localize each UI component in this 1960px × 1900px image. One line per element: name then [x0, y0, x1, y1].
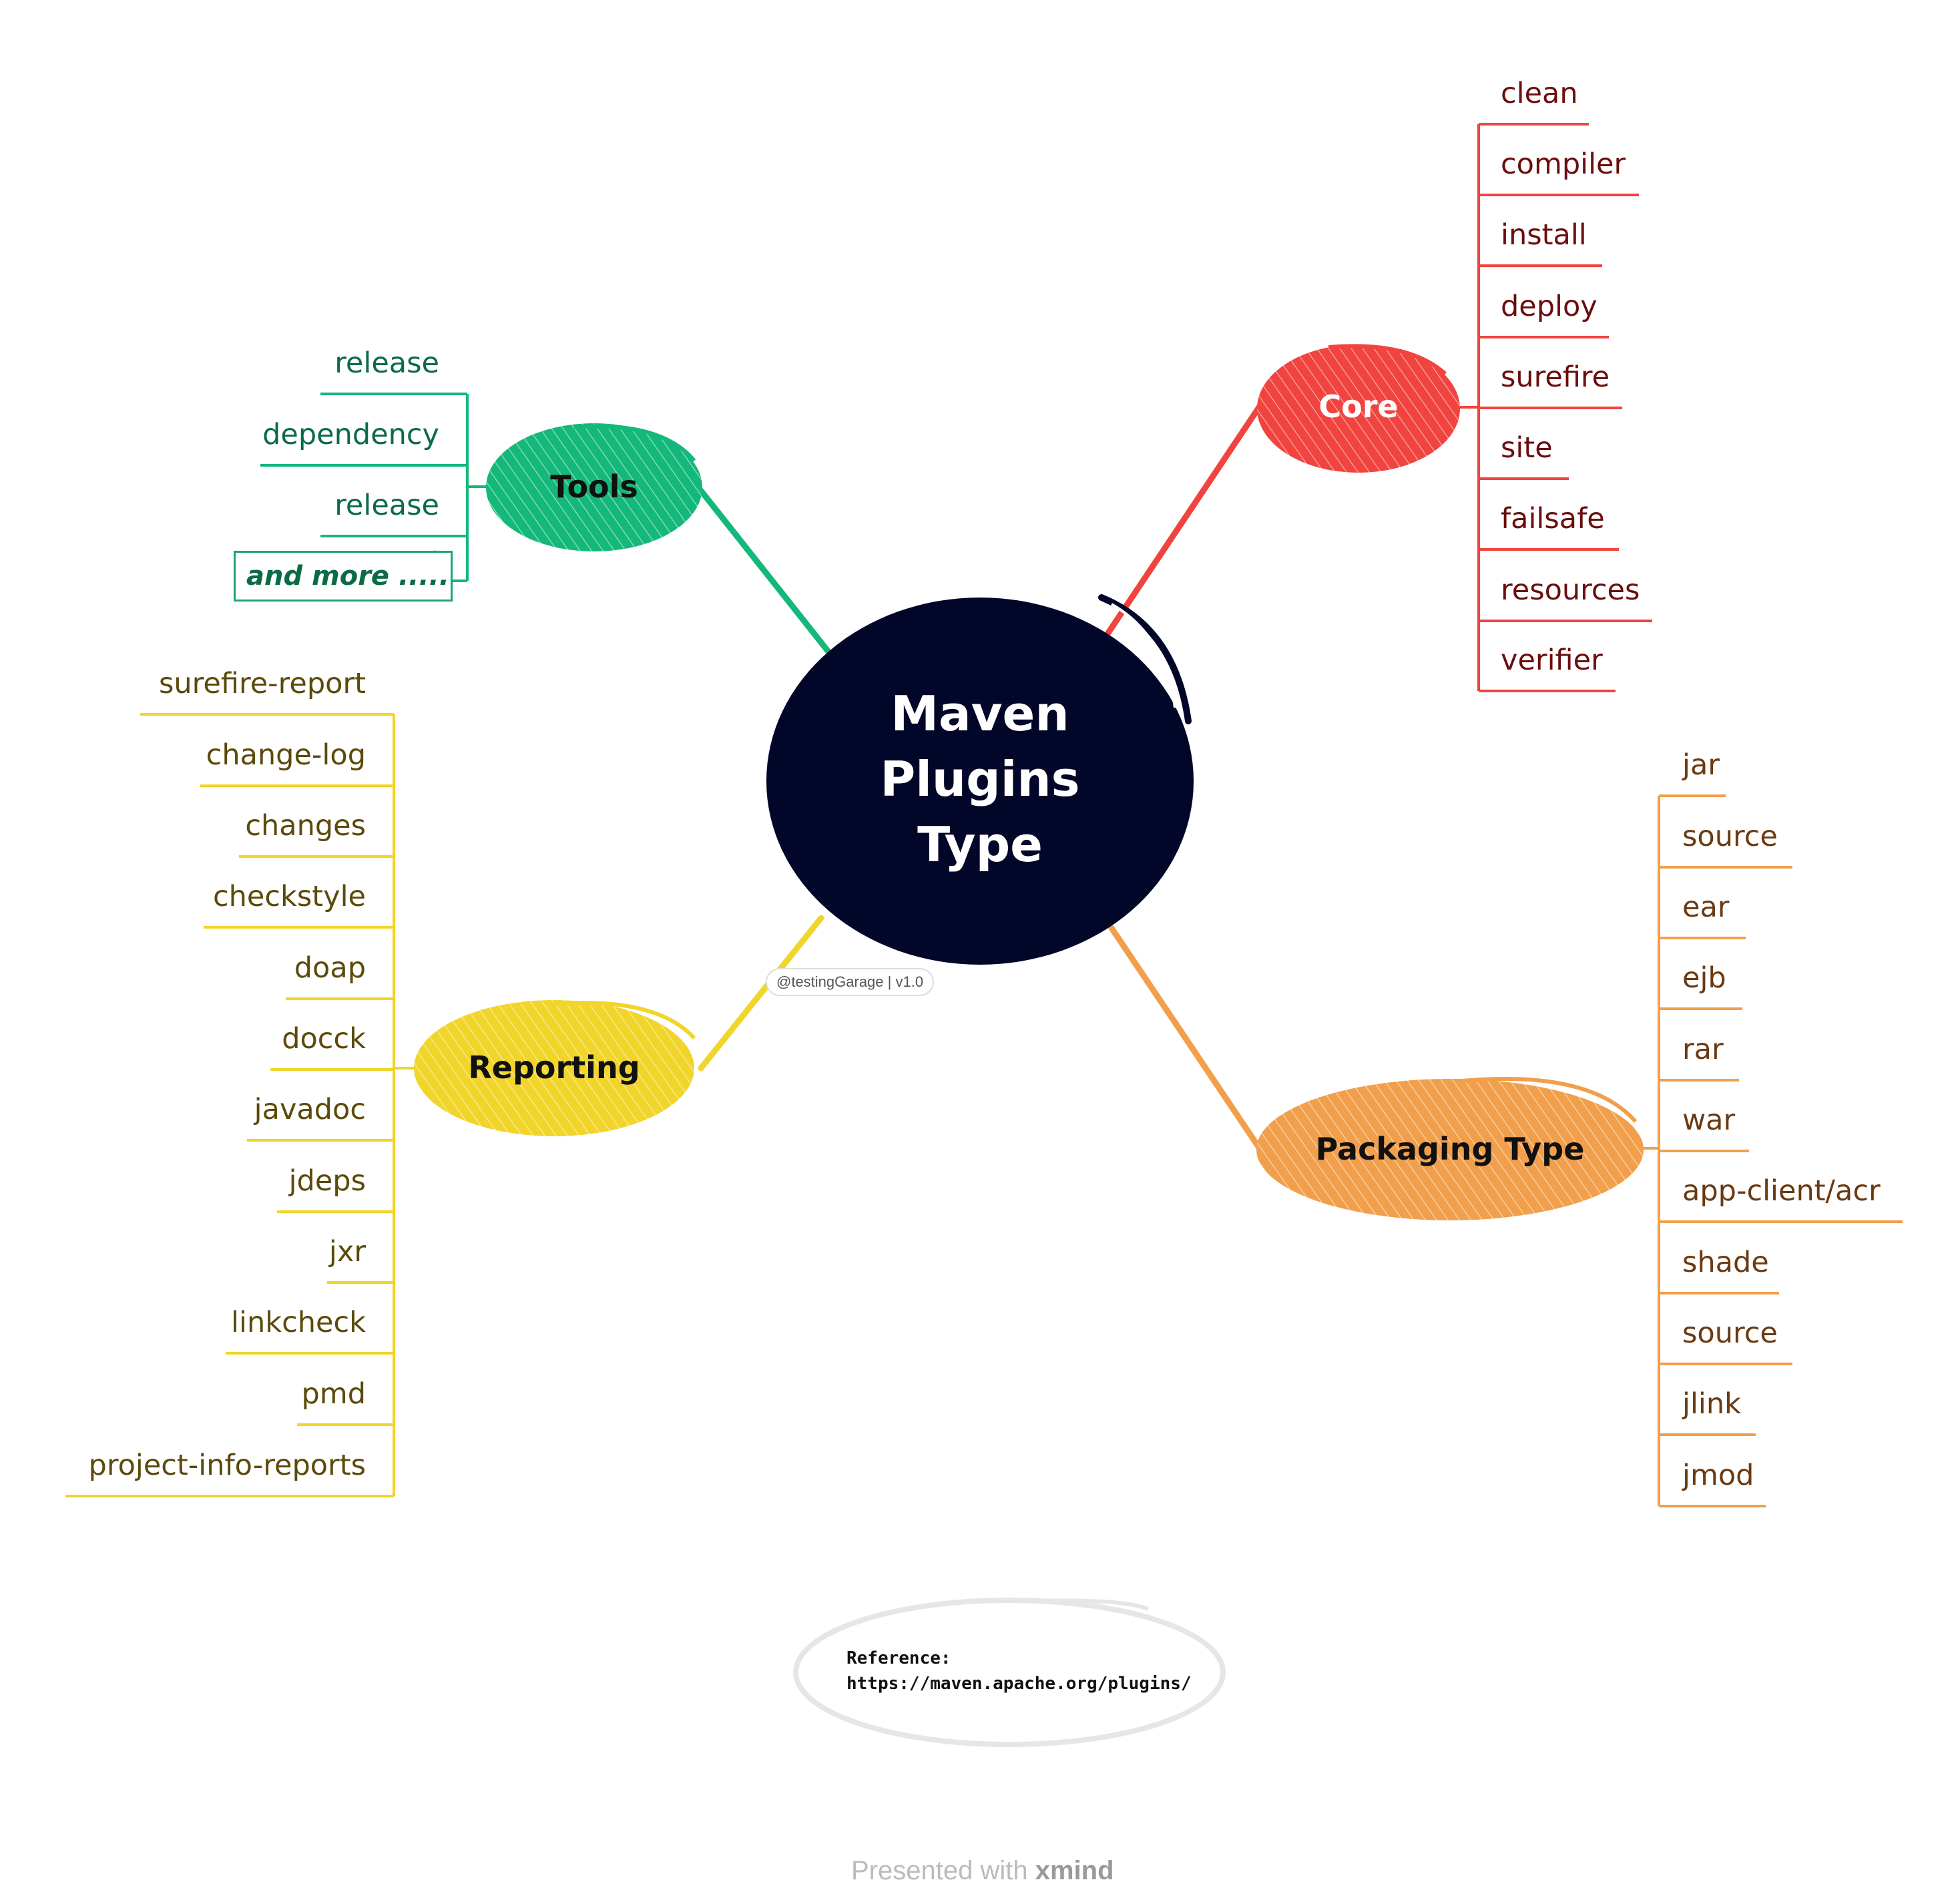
core-item[interactable]: surefire — [1501, 361, 1610, 394]
reporting-item[interactable]: jdeps — [288, 1164, 366, 1198]
core-item[interactable]: install — [1501, 218, 1587, 252]
connector-core — [1105, 404, 1262, 636]
core-item[interactable]: clean — [1501, 77, 1578, 110]
reference-link[interactable]: https://maven.apache.org/plugins/ — [846, 1674, 1192, 1694]
packaging-item[interactable]: ear — [1682, 891, 1730, 924]
reference-shape — [793, 1598, 1226, 1747]
core-topic-label[interactable]: Core — [1318, 389, 1399, 425]
packaging-topic-label[interactable]: Packaging Type — [1315, 1131, 1585, 1167]
reporting-node-shape — [414, 1000, 694, 1136]
tools-subtree — [260, 393, 487, 582]
center-topic-label: Maven Plugins Type — [780, 681, 1180, 877]
core-item[interactable]: failsafe — [1501, 502, 1605, 535]
core-item[interactable]: site — [1501, 431, 1553, 465]
reference-title: Reference: — [846, 1648, 951, 1668]
core-item[interactable]: compiler — [1501, 148, 1626, 181]
packaging-item[interactable]: jlink — [1682, 1387, 1741, 1421]
reporting-subtree — [65, 713, 414, 1497]
tools-note[interactable]: and more ..... — [234, 551, 453, 602]
xmind-logo[interactable]: xmind — [1035, 1856, 1114, 1885]
reporting-item[interactable]: changes — [245, 809, 366, 843]
reporting-item[interactable]: docck — [282, 1022, 366, 1055]
tools-node-shape — [486, 423, 702, 551]
packaging-item[interactable]: jmod — [1682, 1459, 1754, 1492]
packaging-item[interactable]: war — [1682, 1104, 1736, 1137]
reporting-item[interactable]: doap — [294, 951, 366, 985]
reporting-item[interactable]: jxr — [328, 1235, 366, 1268]
tools-item[interactable]: release — [334, 489, 439, 522]
center-line-2: Plugins — [880, 751, 1080, 807]
core-subtree — [1459, 123, 1652, 692]
connector-tools — [698, 487, 831, 654]
packaging-item[interactable]: source — [1682, 820, 1778, 853]
reporting-item[interactable]: surefire-report — [159, 667, 366, 700]
tools-item[interactable]: dependency — [262, 418, 439, 451]
reporting-item[interactable]: checkstyle — [212, 880, 366, 913]
packaging-item[interactable]: shade — [1682, 1246, 1769, 1279]
center-line-1: Maven — [891, 686, 1069, 742]
center-node-shape — [766, 598, 1194, 965]
watermark-badge: @testingGarage | v1.0 — [766, 968, 935, 996]
tools-topic-label[interactable]: Tools — [550, 469, 638, 505]
core-node-shape — [1257, 344, 1460, 473]
connector-packaging — [1108, 925, 1265, 1155]
packaging-item[interactable]: jar — [1682, 748, 1720, 782]
reporting-item[interactable]: javadoc — [254, 1093, 366, 1126]
packaging-node-shape — [1256, 1079, 1644, 1220]
packaging-item[interactable]: ejb — [1682, 961, 1726, 995]
reporting-item[interactable]: change-log — [206, 738, 366, 772]
reporting-topic-label[interactable]: Reporting — [468, 1049, 640, 1086]
core-item[interactable]: deploy — [1501, 290, 1598, 323]
packaging-subtree — [1639, 794, 1903, 1507]
footer-credit: Presented with xmind — [851, 1856, 1114, 1886]
reference-note: Reference: https://maven.apache.org/plug… — [846, 1646, 1192, 1696]
core-item[interactable]: resources — [1501, 573, 1640, 607]
reporting-item[interactable]: linkcheck — [231, 1306, 366, 1339]
reporting-item[interactable]: project-info-reports — [88, 1449, 366, 1482]
center-line-3: Type — [917, 816, 1043, 873]
footer-prefix: Presented with — [851, 1856, 1035, 1885]
tools-item[interactable]: release — [334, 346, 439, 380]
core-item[interactable]: verifier — [1501, 644, 1603, 677]
packaging-item[interactable]: rar — [1682, 1033, 1724, 1066]
reporting-item[interactable]: pmd — [301, 1377, 366, 1411]
packaging-item[interactable]: app-client/acr — [1682, 1174, 1881, 1208]
connector-reporting — [698, 915, 824, 1072]
packaging-item[interactable]: source — [1682, 1317, 1778, 1350]
